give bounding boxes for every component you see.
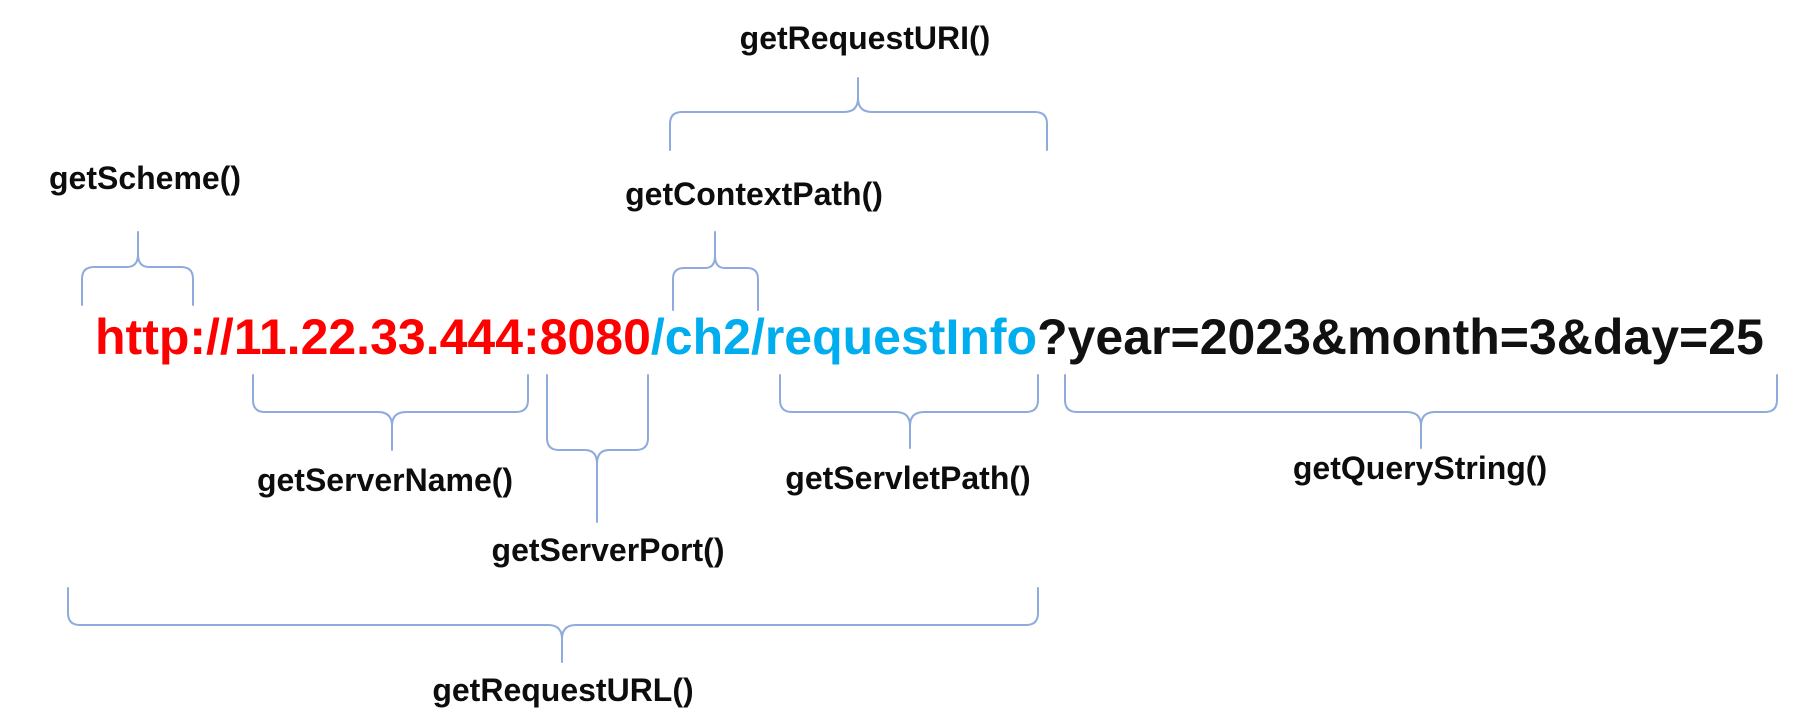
example-url: http://11.22.33.444:8080/ch2/requestInfo… xyxy=(95,312,1764,362)
label-get-server-name: getServerName() xyxy=(256,462,514,498)
brace-request-url xyxy=(67,587,1039,663)
brace-request-uri xyxy=(669,77,1048,151)
url-context-servlet-path-text: /ch2/requestInfo xyxy=(650,309,1038,365)
brace-query-string xyxy=(1064,374,1778,449)
brace-server-name xyxy=(252,374,529,451)
label-get-request-uri: getRequestURI() xyxy=(739,20,991,56)
label-get-context-path: getContextPath() xyxy=(625,176,883,212)
brace-server-port xyxy=(546,374,649,523)
label-get-query-string: getQueryString() xyxy=(1292,450,1548,486)
brace-context-path xyxy=(672,231,759,311)
label-get-servlet-path: getServletPath() xyxy=(785,460,1031,496)
url-scheme-host-port-text: http://11.22.33.444:8080 xyxy=(95,309,651,365)
label-get-server-port: getServerPort() xyxy=(491,532,725,568)
brace-scheme xyxy=(81,231,194,306)
label-get-request-url: getRequestURL() xyxy=(432,672,694,708)
label-get-scheme: getScheme() xyxy=(48,160,242,196)
url-query-string-text: ?year=2023&month=3&day=25 xyxy=(1037,309,1764,365)
brace-servlet-path xyxy=(779,374,1039,449)
